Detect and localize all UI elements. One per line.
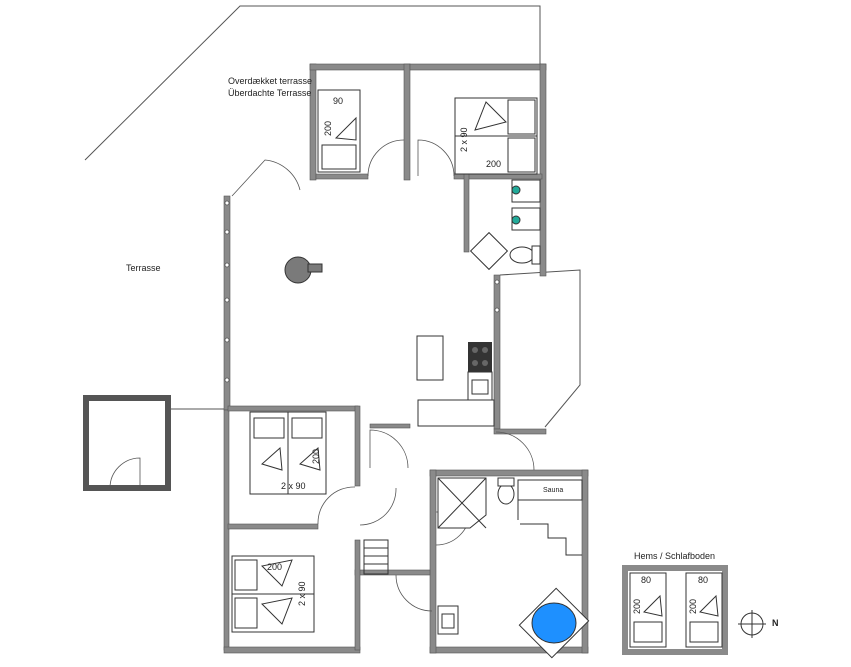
loft-bed-right-length: 200 [688, 598, 698, 614]
bed-ne-length: 200 [486, 159, 502, 169]
kitchen [416, 335, 495, 427]
bed-room-ne [454, 97, 538, 175]
bed-ne-bunk: 2 x 90 [459, 127, 469, 152]
bed-room-sw [231, 555, 315, 633]
compass-north-label: N [772, 618, 779, 628]
window-marks [224, 200, 500, 383]
loft-bed-right-width: 80 [698, 575, 709, 585]
compass-icon [738, 610, 766, 638]
bathroom-south [437, 477, 583, 635]
terrace-label: Terrasse [126, 263, 161, 273]
loft-bed-left-length: 200 [632, 598, 642, 614]
bed-sw-double: 2 x 90 [297, 581, 307, 606]
exterior-walls [223, 63, 589, 654]
door-arcs [231, 139, 535, 612]
loft-title: Hems / Schlafboden [634, 551, 716, 561]
bed-room-nw [317, 89, 361, 173]
ladder [363, 539, 389, 575]
sauna-label: Sauna [543, 487, 564, 494]
shed [83, 395, 171, 491]
loft-bed-left-width: 80 [641, 575, 652, 585]
stove [284, 256, 323, 284]
bed-sw-length: 200 [267, 562, 283, 572]
spa-tub [518, 587, 590, 659]
bed-nw-length: 200 [323, 120, 333, 136]
bed-mid-length: 200 [311, 448, 321, 464]
bathroom-ne [469, 179, 541, 271]
loft-plan [622, 565, 728, 655]
bed-room-mid [249, 411, 327, 495]
covered-terrace-label-da: Overdækket terrasse [228, 76, 313, 86]
bed-mid-double: 2 x 90 [281, 481, 306, 491]
covered-terrace-label-de: Überdachte Terrasse [228, 88, 312, 98]
bed-nw-width: 90 [333, 96, 344, 106]
